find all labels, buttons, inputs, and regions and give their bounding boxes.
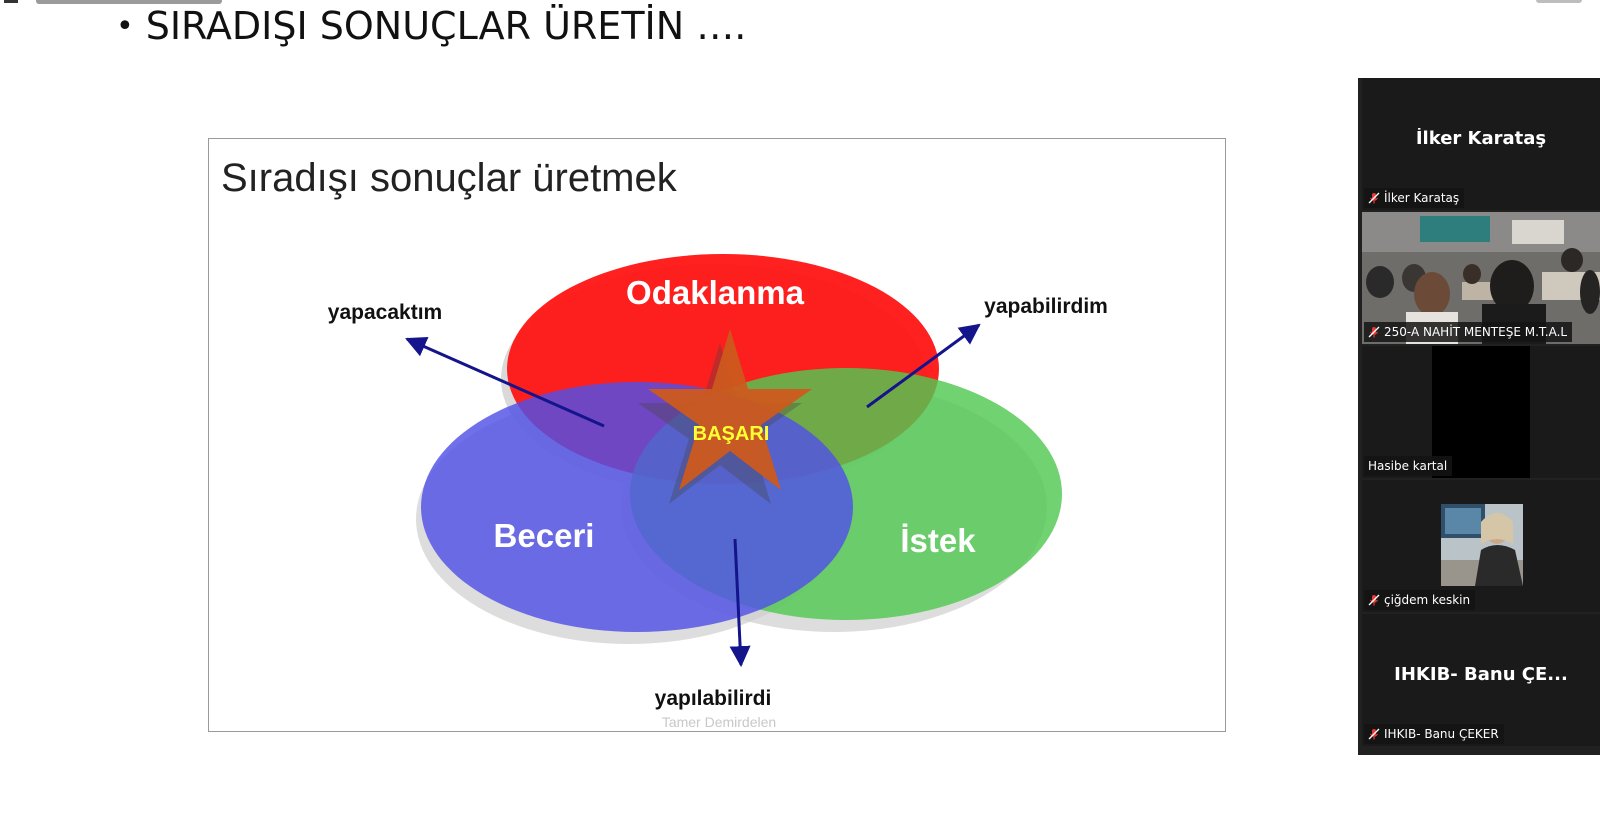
toolbar-tab-fragment[interactable] <box>36 0 222 4</box>
slide-heading: • SIRADIŞI SONUÇLAR ÜRETİN …. <box>116 2 746 50</box>
top-toolbar-right-fragment[interactable] <box>1536 0 1582 3</box>
figure-watermark: Tamer Demirdelen <box>662 714 776 730</box>
star-basari <box>648 329 812 490</box>
participant-name-label: IHKIB- Banu ÇEKER <box>1364 724 1504 744</box>
top-toolbar-left <box>0 0 230 4</box>
toolbar-fragment <box>4 0 18 3</box>
arrow-top-right <box>866 323 981 409</box>
participant-tile-hasibe[interactable]: Hasibe kartal <box>1362 346 1600 478</box>
muted-mic-icon <box>1368 326 1380 338</box>
participant-display-name: İlker Karataş <box>1415 128 1547 149</box>
label-istek: İstek <box>900 522 976 559</box>
venn-diagram: Sıradışı sonuçlar üretmek Odaklanma Bece… <box>221 156 1108 730</box>
bullet-point: • <box>116 8 134 44</box>
participant-name: çiğdem keskin <box>1384 593 1471 607</box>
arrow-top-left <box>405 337 605 428</box>
participant-name-label: İlker Karataş <box>1364 188 1465 208</box>
participant-name: IHKIB- Banu ÇEKER <box>1384 727 1499 741</box>
arrow-bottom <box>729 538 751 668</box>
participant-name-label: 250-A NAHİT MENTEŞE M.T.A.L <box>1364 322 1573 342</box>
participant-tile-cigdem[interactable]: çiğdem keskin <box>1362 480 1600 612</box>
label-odaklanma: Odaklanma <box>626 274 805 311</box>
participant-name-label: çiğdem keskin <box>1364 590 1476 610</box>
figure-title: Sıradışı sonuçlar üretmek <box>221 156 678 200</box>
left-circle-beceri <box>421 382 853 632</box>
participant-tile-ilker[interactable]: İlker Karataş İlker Karataş <box>1362 78 1600 210</box>
person-video-feed <box>1441 504 1523 586</box>
muted-mic-icon <box>1368 192 1380 204</box>
participant-name-label: Hasibe kartal <box>1364 456 1453 476</box>
label-basari: BAŞARI <box>693 423 770 445</box>
participant-name: Hasibe kartal <box>1368 459 1448 473</box>
muted-mic-icon <box>1368 728 1380 740</box>
label-yapilabilirdi: yapılabilirdi <box>655 687 772 710</box>
label-yapacaktim: yapacaktım <box>328 301 442 324</box>
slide-heading-text: SIRADIŞI SONUÇLAR ÜRETİN …. <box>145 4 747 48</box>
muted-mic-icon <box>1368 594 1380 606</box>
participant-tile-classroom[interactable]: 250-A NAHİT MENTEŞE M.T.A.L <box>1362 212 1600 344</box>
participant-tile-banu[interactable]: IHKIB- Banu ÇE... IHKIB- Banu ÇEKER <box>1362 614 1600 746</box>
slide-figure: Sıradışı sonuçlar üretmek Odaklanma Bece… <box>208 138 1226 732</box>
participant-display-name: IHKIB- Banu ÇE... <box>1394 664 1568 685</box>
participants-panel[interactable]: İlker Karataş İlker Karataş <box>1358 78 1600 755</box>
label-beceri: Beceri <box>494 517 595 554</box>
participant-name: 250-A NAHİT MENTEŞE M.T.A.L <box>1384 325 1568 339</box>
label-yapabilirdim: yapabilirdim <box>984 295 1108 318</box>
participant-name: İlker Karataş <box>1384 191 1460 205</box>
